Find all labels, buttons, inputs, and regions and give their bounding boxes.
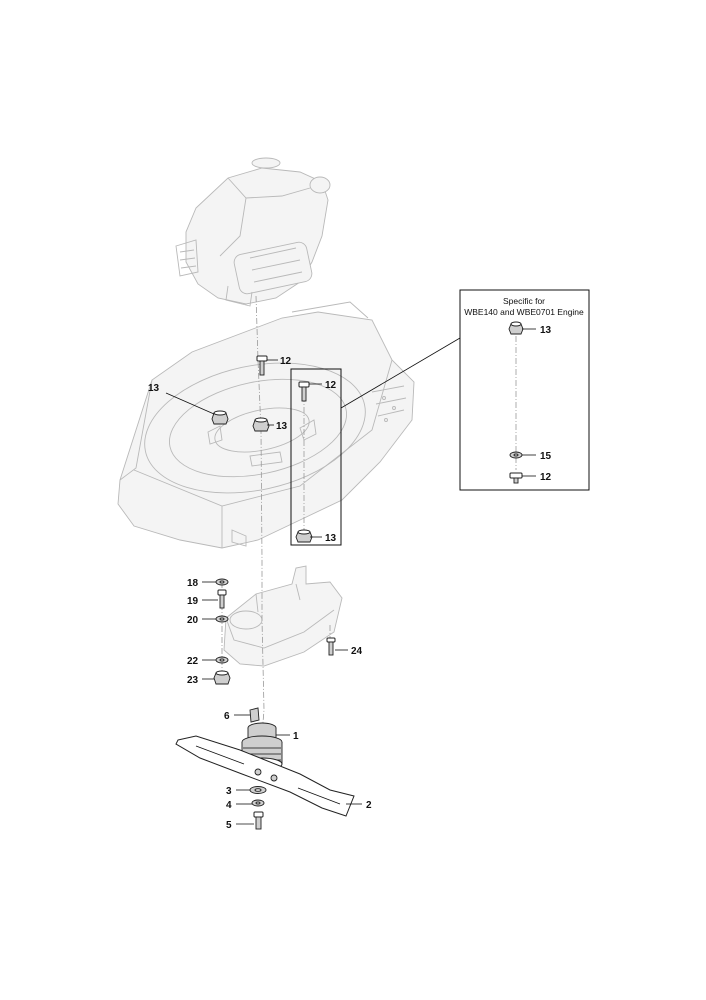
inset-panel: Specific for WBE140 and WBE0701 Engine <box>459 289 590 491</box>
callout-22: 22 <box>187 656 199 667</box>
washer-3 <box>249 786 267 794</box>
callout-5: 5 <box>226 820 232 831</box>
bolt-5 <box>253 811 264 830</box>
washer-4 <box>251 799 265 807</box>
callout-12-inset: 12 <box>540 472 552 483</box>
callout-12-box: 12 <box>325 380 337 391</box>
callout-12-top: 12 <box>280 356 292 367</box>
nut-13-left <box>211 410 229 425</box>
inset-nut-13 <box>508 321 524 335</box>
callout-13-box: 13 <box>325 533 337 544</box>
callout-23: 23 <box>187 675 199 686</box>
bolt-12-top <box>256 355 268 376</box>
callout-3: 3 <box>226 786 232 797</box>
bolt-12-box <box>298 381 310 402</box>
washer-20 <box>215 615 229 623</box>
callout-18: 18 <box>187 578 199 589</box>
callout-24: 24 <box>351 646 363 657</box>
callout-2: 2 <box>366 800 372 811</box>
bolt-19 <box>217 589 227 609</box>
washer-18 <box>215 578 229 586</box>
washer-22 <box>215 656 229 664</box>
callout-4: 4 <box>226 800 232 811</box>
blade-baffle-illustration <box>223 565 343 667</box>
nut-13-center <box>252 417 270 432</box>
inset-caption-line2: WBE140 and WBE0701 Engine <box>464 307 584 317</box>
callout-13-center: 13 <box>276 421 288 432</box>
engine-illustration <box>175 157 331 307</box>
nut-23 <box>213 670 231 685</box>
callout-13-inset: 13 <box>540 325 552 336</box>
callout-13-left: 13 <box>148 383 160 394</box>
callout-19: 19 <box>187 596 199 607</box>
callout-20: 20 <box>187 615 199 626</box>
callout-6: 6 <box>224 711 230 722</box>
callout-1: 1 <box>293 731 299 742</box>
detail-box <box>290 368 342 546</box>
key-6 <box>249 707 260 723</box>
nut-13-box <box>295 529 313 543</box>
inset-bolt-12 <box>509 472 523 484</box>
inset-caption-line1: Specific for <box>503 296 545 306</box>
callout-15-inset: 15 <box>540 451 552 462</box>
blade-2 <box>175 735 355 817</box>
screw-24 <box>326 637 336 656</box>
inset-washer-15 <box>509 451 523 459</box>
